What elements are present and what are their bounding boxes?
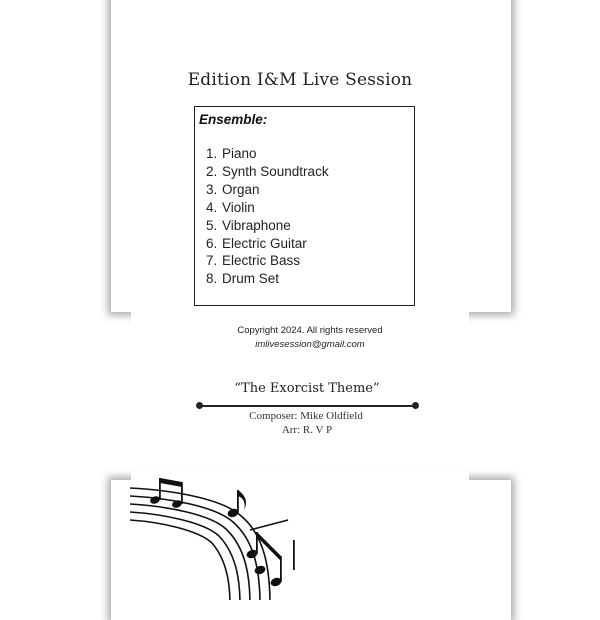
divider-line bbox=[199, 405, 415, 407]
edition-title: Edition I&M Live Session bbox=[187, 70, 413, 90]
arranger-credit: Arr: R. V P bbox=[281, 424, 333, 436]
piece-title: “The Exorcist Theme” bbox=[234, 381, 380, 396]
instrument-list: 1.Piano 2.Synth Soundtrack 3.Organ 4.Vio… bbox=[206, 145, 329, 288]
list-item: 4.Violin bbox=[206, 199, 255, 215]
list-item: 6.Electric Guitar bbox=[206, 235, 307, 251]
list-item: 3.Organ bbox=[206, 181, 260, 197]
list-item: 8.Drum Set bbox=[206, 271, 280, 287]
list-item: 2.Synth Soundtrack bbox=[206, 163, 329, 179]
list-item: 1.Piano bbox=[206, 146, 257, 161]
list-item: 5.Vibraphone bbox=[206, 217, 291, 233]
composer-credit: Composer: Mike Oldfield bbox=[249, 410, 363, 422]
list-item: 7.Electric Bass bbox=[206, 253, 301, 269]
ensemble-box: Ensemble: 1.Piano 2.Synth Soundtrack 3.O… bbox=[194, 106, 415, 306]
music-staff-decoration bbox=[130, 478, 295, 600]
music-notes-icon bbox=[150, 478, 295, 587]
contact-email: imlivesession@gmail.com bbox=[255, 339, 365, 350]
ensemble-heading: Ensemble: bbox=[199, 112, 268, 127]
copyright-text: Copyright 2024. All rights reserved bbox=[237, 325, 383, 336]
page-sheet-bottom bbox=[131, 470, 469, 610]
staff-lines bbox=[130, 487, 271, 600]
divider-dot-right bbox=[412, 402, 419, 409]
